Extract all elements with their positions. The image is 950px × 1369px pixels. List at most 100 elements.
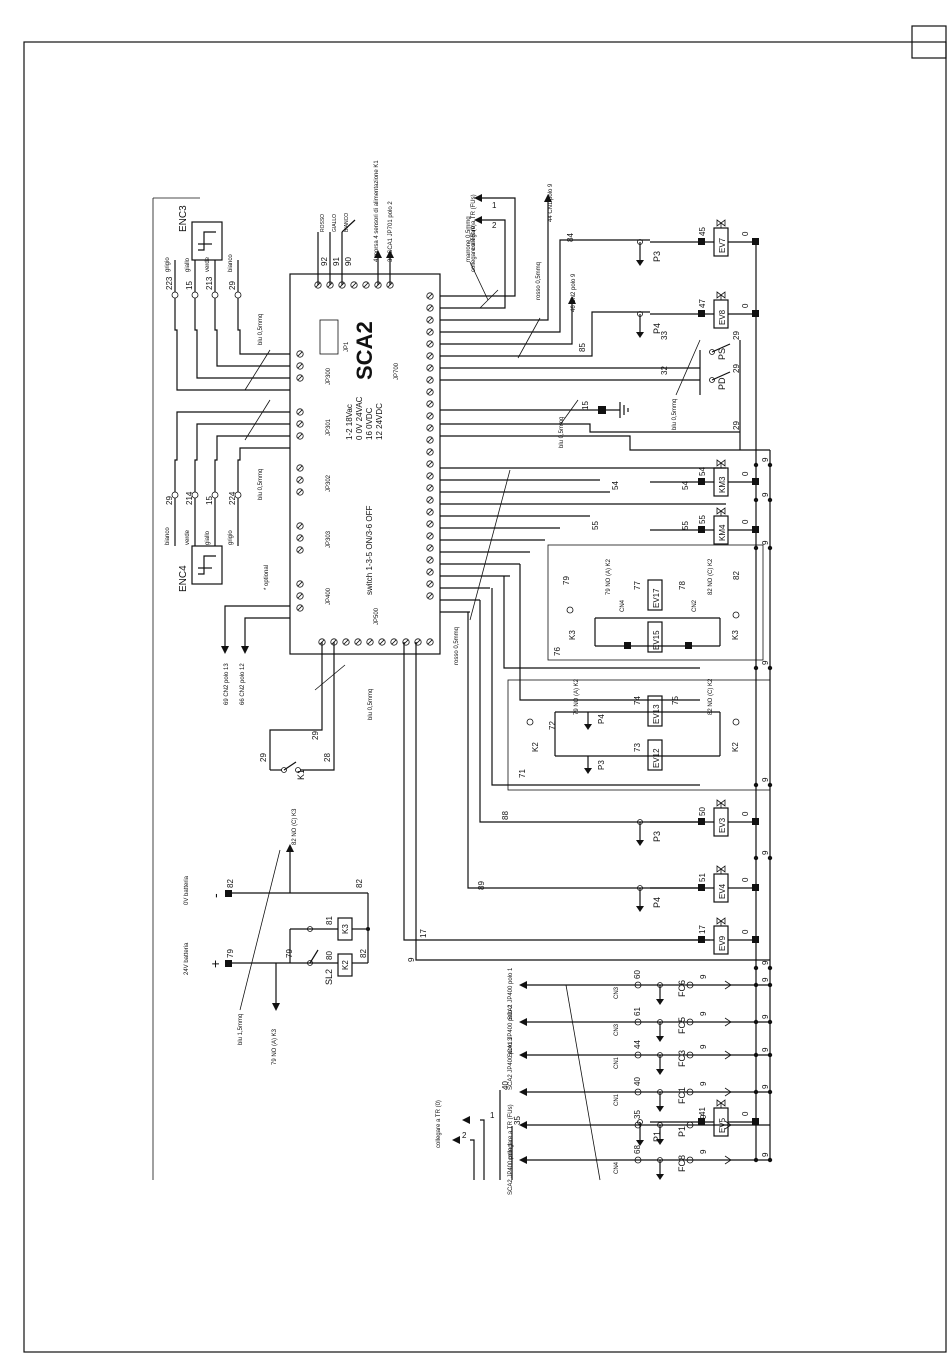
nine-label: 9 <box>761 960 770 965</box>
junction-dot <box>767 545 773 551</box>
wire-white-label: BIANCO <box>344 213 350 232</box>
nine-label: 9 <box>761 850 770 855</box>
wire-2-top: 2 <box>492 221 497 230</box>
wire-29-c: 29 <box>732 421 741 430</box>
board-power-line-2: 0 0V 24VAC <box>355 396 364 440</box>
bottom-row-cn: CN3 <box>614 1023 620 1036</box>
wire-55-label: 55 <box>591 521 600 530</box>
bottom-collegare-0: collegare a TR (0) <box>436 1100 442 1148</box>
jp303-terminal-slash <box>297 535 303 541</box>
junction-dot <box>753 855 759 861</box>
enc3-label: ENC3 <box>178 205 189 232</box>
zero-label: 0 <box>741 519 750 524</box>
right-row-terminal <box>698 310 705 317</box>
right-terminal-screw <box>426 568 434 576</box>
enc3-terminal <box>191 291 199 299</box>
right-row-terminal <box>698 238 705 245</box>
vb1-k3b: K3 <box>731 630 740 640</box>
right-terminal-slash <box>427 569 433 575</box>
optional-note: * optional <box>264 565 270 590</box>
right-terminal-screw <box>426 328 434 336</box>
right-row-end <box>752 884 759 891</box>
right-terminal-slash <box>427 461 433 467</box>
enc4-terminal-label: 214 <box>185 491 194 505</box>
jp301-terminal-slash <box>297 433 303 439</box>
junction-dot <box>753 462 759 468</box>
note-sca1-jp701: 36 SCA1 JP701 polo 2 <box>388 201 394 262</box>
bottom-row-nine: 9 <box>699 1011 708 1016</box>
bottom-row-conn <box>724 1120 732 1130</box>
k1-wire-29b: 29 <box>311 731 320 740</box>
jp1-header <box>319 319 339 355</box>
encoder-enc3: ENC3 <box>178 205 223 261</box>
enc3-terminal-label: 213 <box>205 276 214 290</box>
bottom-row-conn <box>724 1050 732 1060</box>
battery-24v: 24V batteria <box>184 942 190 975</box>
junction-dot <box>767 497 773 503</box>
jp303-terminal-screw <box>296 534 304 542</box>
right-terminal-slash <box>427 557 433 563</box>
right-row-end <box>752 818 759 825</box>
bottom-wire-35: 35 <box>513 1116 522 1125</box>
bottom-row-wire-label: 35 <box>633 1110 642 1119</box>
right-terminal-screw <box>426 352 434 360</box>
board-power-line-3: 16 0VDC <box>365 407 374 440</box>
wire-29-pd: 29 <box>732 364 741 373</box>
right-terminal-screw <box>426 400 434 408</box>
jp300-terminal-screw <box>296 362 304 370</box>
pd-label: PD <box>717 377 727 390</box>
vb1-no-c: 82 NO (C) K2 <box>708 558 714 595</box>
device-label: EV7 <box>718 237 727 253</box>
jp500-label: JP500 <box>374 607 380 625</box>
pressure-switches: PS PD 33 32 29 29 29 blu 0,5mmq 15 blu 0… <box>440 331 770 451</box>
right-row-terminal <box>698 478 705 485</box>
wire-84: 84 <box>566 233 575 242</box>
terminal-strips <box>296 281 434 646</box>
valve-symbol <box>716 1099 726 1107</box>
bottom-row-terminal-b <box>686 1088 694 1096</box>
right-row-terminal <box>698 526 705 533</box>
bottom-row-terminal-b <box>686 1156 694 1164</box>
jp301-terminal-screw <box>296 432 304 440</box>
right-terminal-slash <box>427 449 433 455</box>
wire-15-ground: 15 <box>581 401 590 410</box>
ev13-label: EV13 <box>652 704 661 724</box>
jp300-label: JP300 <box>326 367 332 385</box>
bottom-row-terminal <box>634 1018 642 1026</box>
ev17-label: EV17 <box>652 588 661 608</box>
device-wire-label: 54 <box>698 467 707 476</box>
right-terminal-slash <box>427 293 433 299</box>
vb1-cn2: CN2 <box>692 599 698 612</box>
bottom-row-terminal-b <box>686 981 694 989</box>
zero-label: 0 <box>741 811 750 816</box>
top-terminal-screw <box>350 281 358 289</box>
bottom-row-terminal <box>634 1051 642 1059</box>
jp400-terminal-screw <box>296 592 304 600</box>
fan-down-wire <box>519 564 700 701</box>
device-label: KM3 <box>718 476 727 493</box>
wire-82-k2: 82 <box>359 949 368 958</box>
bottom-row-nine: 9 <box>699 974 708 979</box>
junction-dot <box>767 965 773 971</box>
blu-15-note: blu 1,5mmq <box>238 1014 244 1045</box>
bottom-row-switch-arrow <box>656 999 664 1005</box>
right-terminal-screw <box>426 388 434 396</box>
sensor-label: P4 <box>652 897 662 908</box>
right-terminal-screw <box>426 520 434 528</box>
enc4-feed <box>194 423 290 492</box>
bottom-row-conn <box>724 1017 732 1027</box>
jp400-label: JP400 <box>326 587 332 605</box>
jp302-terminal-screw <box>296 488 304 496</box>
bottom-row-terminal <box>634 1088 642 1096</box>
right-terminal-slash <box>427 377 433 383</box>
sensor-label: P1 <box>652 1131 662 1142</box>
bottom-row-terminal-b <box>686 1051 694 1059</box>
bottom-row-arrow <box>519 1156 527 1164</box>
bottom-terminal-screw <box>402 638 410 646</box>
k1-wire-28: 28 <box>323 753 332 762</box>
enc4-terminal-label: 224 <box>228 491 237 505</box>
bottom-row-switch-arrow <box>656 1139 664 1145</box>
bottom-terminal-screw <box>378 638 386 646</box>
collegare-0-top: collegare a TR (0) <box>471 224 477 272</box>
jp300-terminal-slash <box>297 375 303 381</box>
